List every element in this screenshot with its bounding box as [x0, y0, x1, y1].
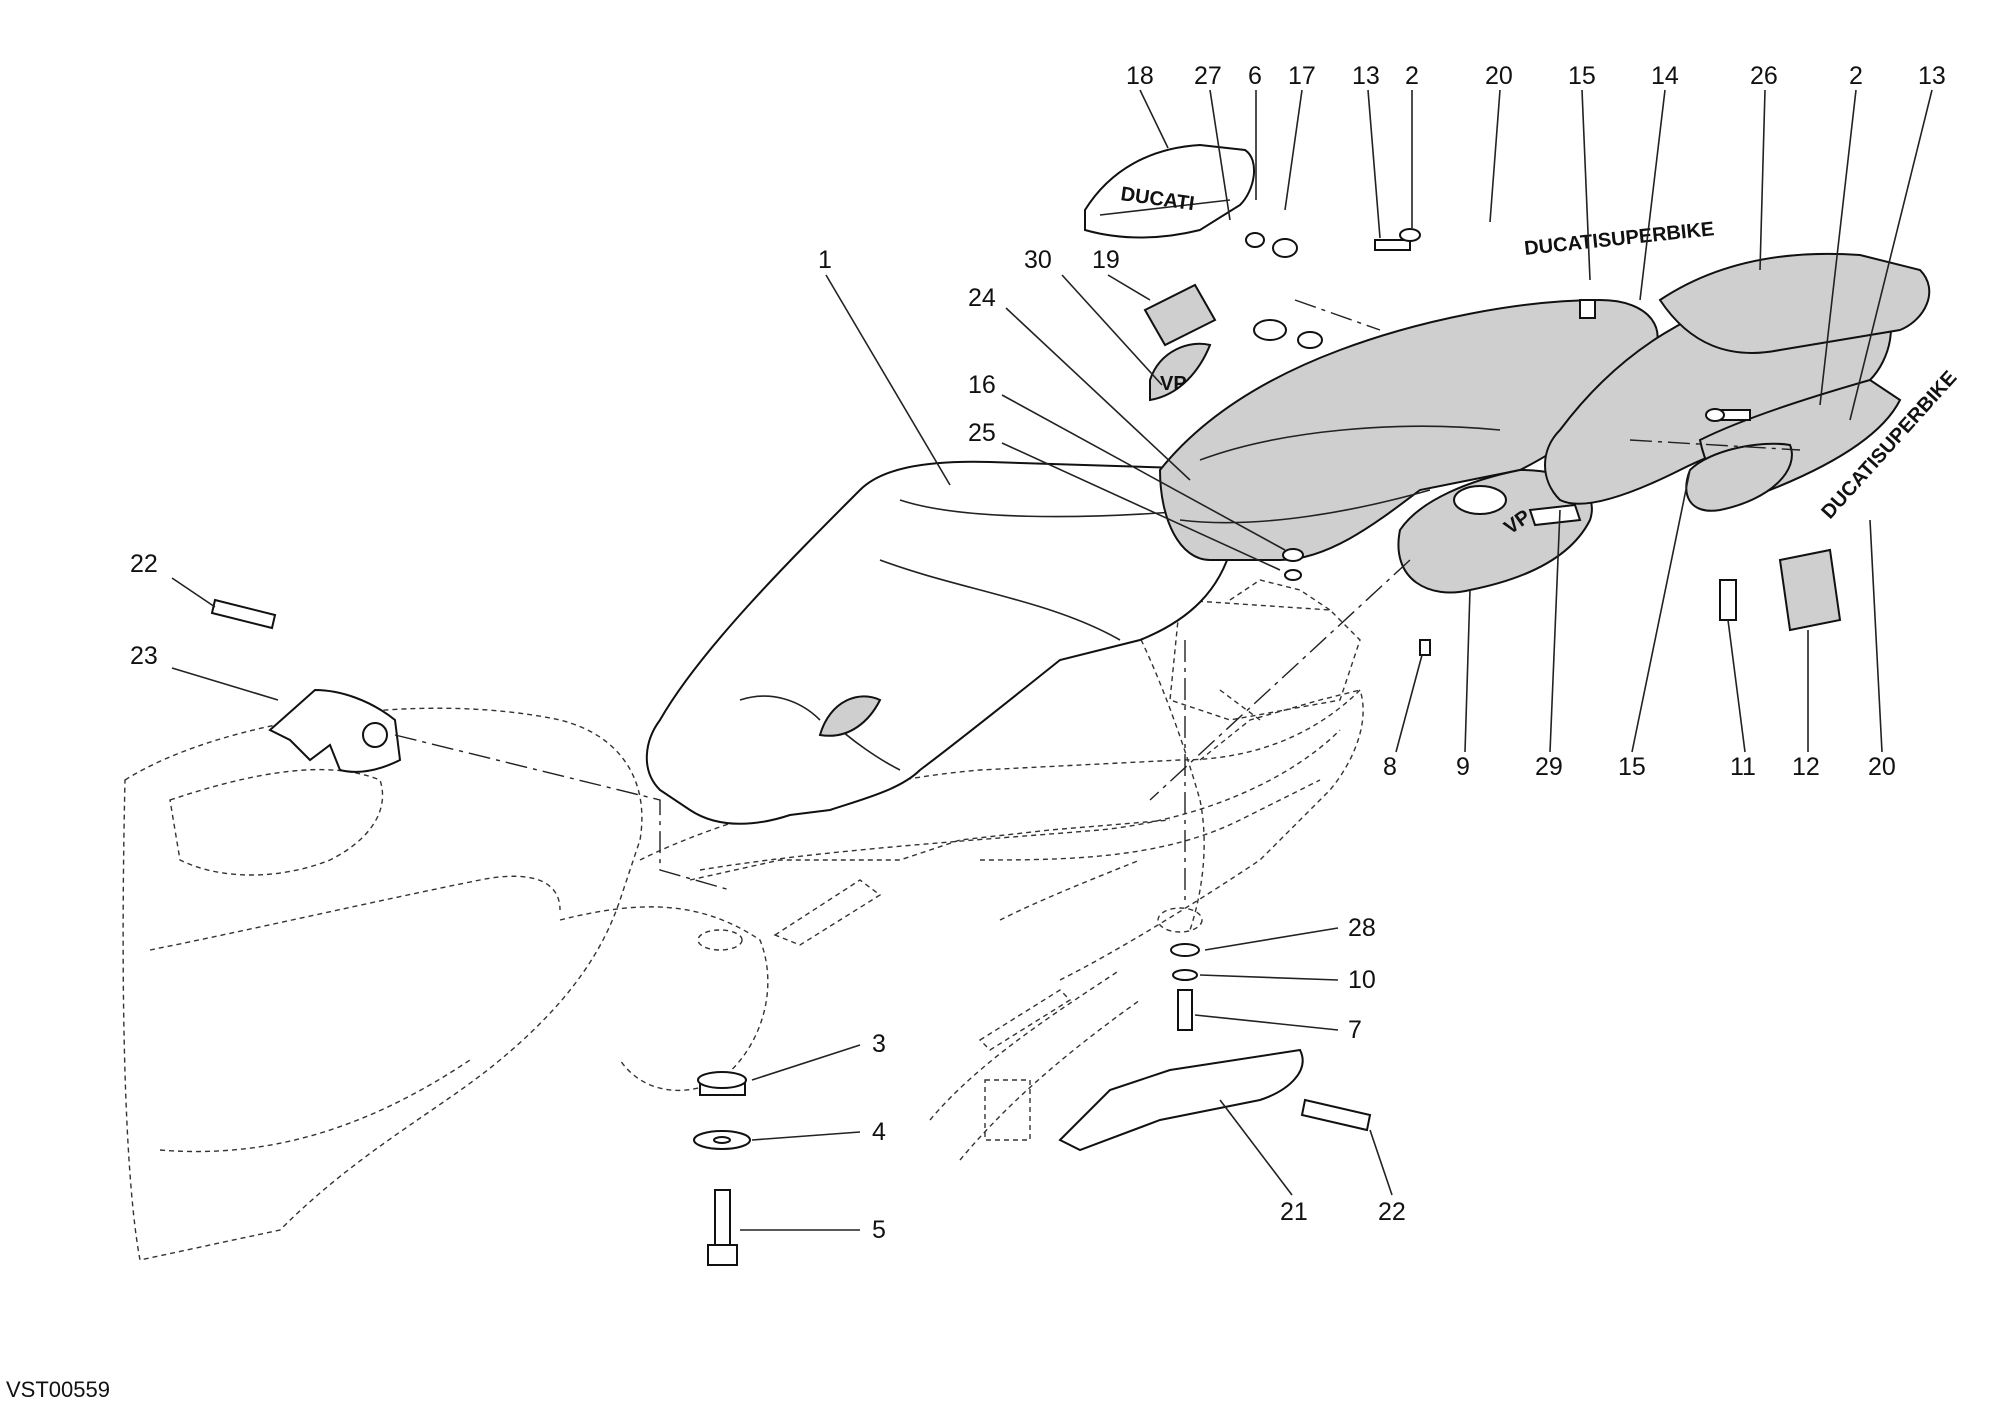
fasteners [210, 228, 1751, 1266]
decal-superbike-top: DUCATISUPERBIKE [1523, 218, 1715, 260]
callout-label: 13 [1918, 62, 1946, 90]
callout-label: 15 [1568, 62, 1596, 90]
callout-label: 3 [872, 1030, 886, 1058]
callout-label: 19 [1092, 246, 1120, 274]
callout-label: 24 [968, 284, 996, 312]
callout-label: 7 [1348, 1016, 1362, 1044]
callout-label: 2 [1405, 62, 1419, 90]
callout-label: 9 [1456, 753, 1470, 781]
callout-label: 22 [130, 550, 158, 578]
callout-label: 21 [1280, 1198, 1308, 1226]
callout-label: 8 [1383, 753, 1397, 781]
tail-fairing: VP [1158, 252, 1931, 594]
callout-label: 22 [1378, 1198, 1406, 1226]
callout-label: 18 [1126, 62, 1154, 90]
callout-label: 15 [1618, 753, 1646, 781]
callout-label: 10 [1348, 966, 1376, 994]
seat-cover: DUCATI [1084, 143, 1256, 239]
callout-label: 28 [1348, 914, 1376, 942]
callout-label: 2 [1849, 62, 1863, 90]
drawing-code: VST00559 [6, 1377, 110, 1402]
callout-label: 1 [818, 246, 832, 274]
callout-label: 30 [1024, 246, 1052, 274]
callout-label: 29 [1535, 753, 1563, 781]
leader-lines [171, 89, 1933, 1231]
svg-text:VP: VP [1160, 373, 1187, 395]
callout-label: 27 [1194, 62, 1222, 90]
callout-label: 26 [1750, 62, 1778, 90]
callout-label: 20 [1868, 753, 1896, 781]
callout-label: 4 [872, 1118, 886, 1146]
callout-label: 16 [968, 371, 996, 399]
ghost-bike-frame [122, 579, 1364, 1261]
callout-label: 13 [1352, 62, 1380, 90]
brackets [268, 688, 1304, 1152]
callout-label: 5 [872, 1216, 886, 1244]
callout-label: 20 [1485, 62, 1513, 90]
callout-label: 14 [1651, 62, 1679, 90]
assembly-axes [394, 299, 1801, 900]
callout-label: 23 [130, 642, 158, 670]
callout-label: 17 [1288, 62, 1316, 90]
callout-label: 11 [1730, 753, 1756, 781]
rider-seat [645, 460, 1237, 825]
callout-label: 6 [1248, 62, 1262, 90]
callout-labels: 18 27 6 17 13 2 20 15 14 26 2 13 1 30 19… [130, 62, 1946, 1244]
callout-label: 12 [1792, 753, 1820, 781]
callout-label: 25 [968, 419, 996, 447]
